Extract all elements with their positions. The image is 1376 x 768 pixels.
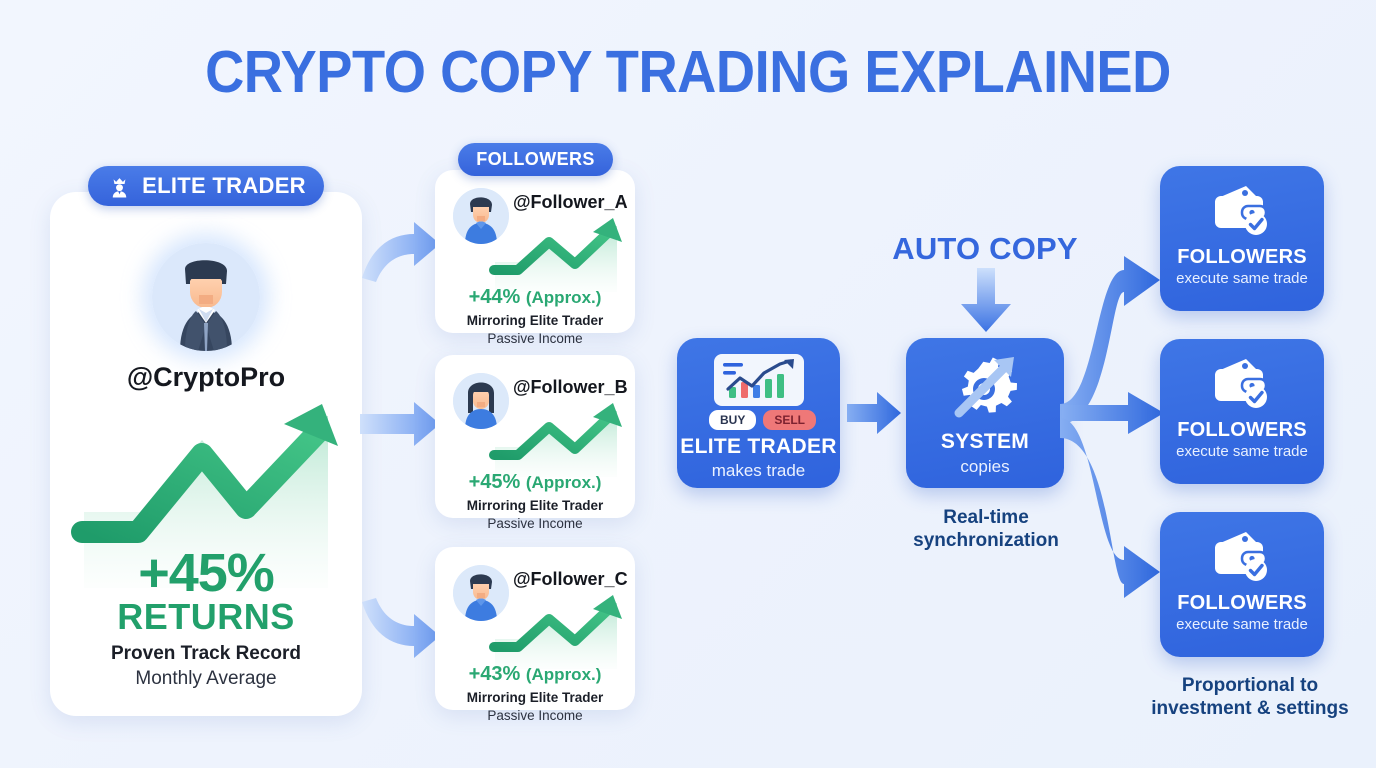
follower-approx: (Approx.)	[525, 665, 602, 684]
follower-percent: +44%	[468, 286, 521, 308]
flow-box-subtitle: makes trade	[711, 461, 806, 480]
elite-handle: @CryptoPro	[126, 362, 286, 392]
auto-copy-down-arrow	[961, 268, 1011, 332]
elite-avatar	[152, 243, 260, 351]
result-follower-box-3[interactable]: FOLLOWERS execute same trade	[1160, 512, 1324, 657]
flow-box-title: SYSTEM	[940, 430, 1030, 453]
follower-percent-row: +44% (Approx.)	[435, 286, 635, 309]
followers-badge-label: FOLLOWERS	[476, 149, 595, 169]
result-box-title: FOLLOWERS	[1177, 592, 1307, 614]
follower-handle: @Follower_C	[513, 569, 628, 589]
avatar	[453, 565, 509, 621]
result-caption: Proportional to investment & settings	[1130, 674, 1370, 720]
result-box-title: FOLLOWERS	[1177, 419, 1307, 441]
gear-arrow-icon	[954, 357, 1018, 418]
trading-chart-icon	[714, 354, 804, 406]
wallet-check-icon	[1215, 186, 1268, 235]
flow-box-title: ELITE TRADER	[680, 435, 837, 458]
follower-growth-chart	[489, 218, 622, 292]
arrow-to-follower-a	[362, 222, 440, 282]
system-caption-line-2: synchronization	[913, 530, 1059, 551]
auto-copy-label: AUTO COPY	[892, 231, 1078, 266]
buy-sell-pills: BUY SELL	[709, 410, 817, 430]
crown-person-icon	[112, 177, 127, 197]
follower-card-c[interactable]: @Follower_C +43% (Approx.) Mirroring Eli…	[435, 547, 635, 723]
businessman-avatar	[152, 243, 260, 351]
follower-percent: +45%	[468, 471, 521, 493]
follower-subline-2: Passive Income	[487, 708, 583, 723]
arrow-to-follower-b	[360, 402, 440, 446]
result-caption-line-1: Proportional to	[1181, 675, 1319, 696]
follower-percent: +43%	[468, 663, 521, 685]
followers-badge: FOLLOWERS	[458, 143, 613, 176]
elite-trader-badge: ELITE TRADER	[88, 166, 324, 206]
sell-pill[interactable]: SELL	[763, 410, 817, 430]
follower-approx: (Approx.)	[525, 473, 602, 492]
elite-subline-1: Proven Track Record	[110, 643, 302, 664]
flow-elite-trader-box[interactable]: BUY SELL ELITE TRADER makes trade	[677, 338, 840, 488]
result-follower-box-1[interactable]: FOLLOWERS execute same trade	[1160, 166, 1324, 311]
buy-pill[interactable]: BUY	[709, 410, 757, 430]
avatar	[453, 188, 509, 244]
arrow-system-to-follower-top	[1060, 256, 1160, 424]
follower-card-b[interactable]: @Follower_B +45% (Approx.) Mirroring Eli…	[435, 355, 635, 531]
flow-box-subtitle: copies	[960, 457, 1010, 476]
follower-subline-1: Mirroring Elite Trader	[466, 498, 604, 513]
result-caption-line-2: investment & settings	[1151, 698, 1349, 719]
follower-subline-1: Mirroring Elite Trader	[466, 313, 604, 328]
result-box-subtitle: execute same trade	[1176, 616, 1308, 633]
arrow-system-to-follower-middle	[1062, 392, 1164, 434]
male-avatar-icon	[453, 188, 509, 244]
follower-growth-chart	[489, 403, 622, 477]
arrow-to-follower-c	[362, 598, 440, 658]
system-caption: Real-time synchronization	[880, 506, 1092, 552]
result-box-title: FOLLOWERS	[1177, 246, 1307, 268]
flow-system-box[interactable]: SYSTEM copies	[906, 338, 1064, 488]
follower-subline-2: Passive Income	[487, 516, 583, 531]
system-caption-line-1: Real-time	[943, 507, 1029, 528]
elite-badge-label: ELITE TRADER	[142, 173, 306, 198]
arrow-trader-to-system	[847, 392, 901, 434]
follower-handle: @Follower_A	[513, 192, 628, 212]
wallet-check-icon	[1215, 359, 1268, 408]
male-avatar-icon	[453, 565, 509, 621]
follower-card-a[interactable]: @Follower_A +44% (Approx.) Mirroring Eli…	[435, 170, 635, 346]
green-growth-chart	[71, 404, 338, 588]
elite-subline-2: Monthly Average	[135, 668, 277, 689]
elite-returns-label: RETURNS	[117, 596, 295, 637]
wallet-check-icon	[1215, 532, 1268, 581]
follower-approx: (Approx.)	[525, 288, 602, 307]
follower-handle: @Follower_B	[513, 377, 628, 397]
result-follower-box-2[interactable]: FOLLOWERS execute same trade	[1160, 339, 1324, 484]
page-title: CRYPTO COPY TRADING EXPLAINED	[205, 39, 1171, 105]
female-avatar-icon	[453, 373, 509, 429]
follower-subline-1: Mirroring Elite Trader	[466, 690, 604, 705]
arrow-system-to-follower-bottom	[1060, 418, 1160, 598]
follower-growth-chart	[489, 595, 622, 669]
result-box-subtitle: execute same trade	[1176, 443, 1308, 460]
result-box-subtitle: execute same trade	[1176, 270, 1308, 287]
follower-percent-row: +43% (Approx.)	[435, 663, 635, 686]
follower-percent-row: +45% (Approx.)	[435, 471, 635, 494]
elite-return-percent: +45%	[138, 543, 275, 603]
avatar	[453, 373, 509, 429]
follower-subline-2: Passive Income	[487, 331, 583, 346]
